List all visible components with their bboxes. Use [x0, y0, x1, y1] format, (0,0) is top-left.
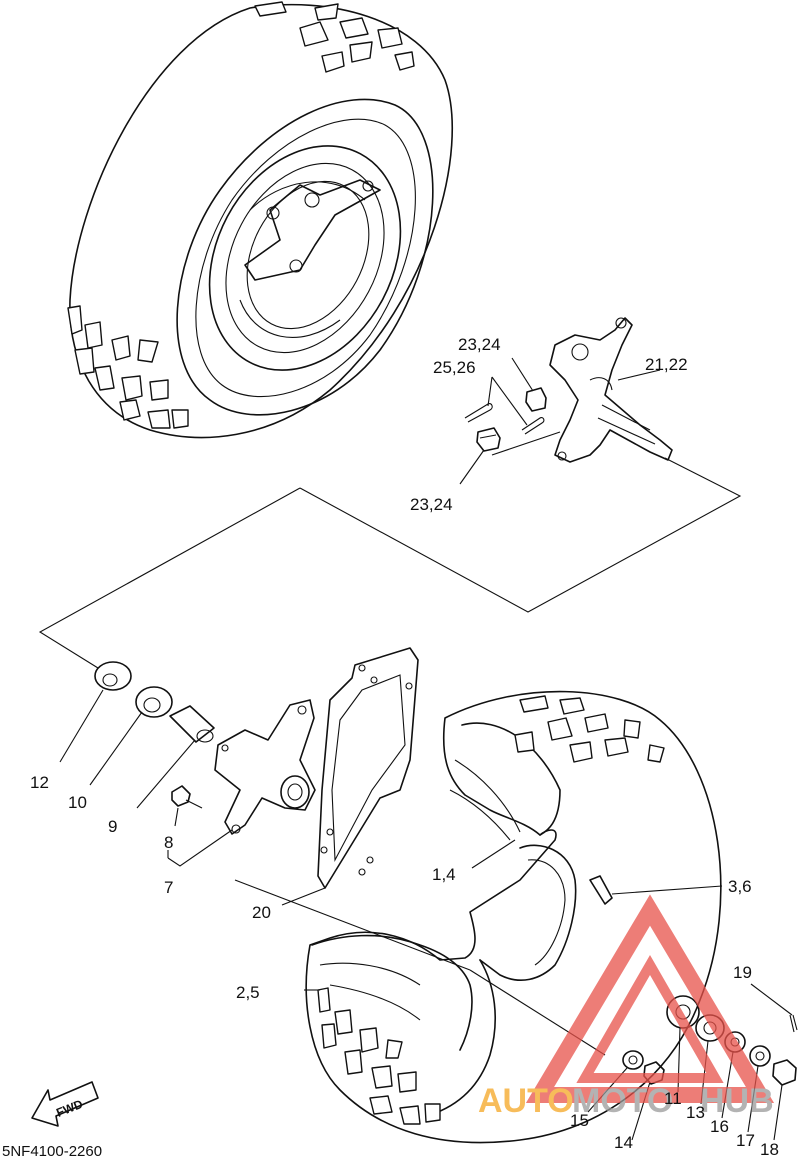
automotohub-watermark: AUTO MOTO HUB — [478, 894, 775, 1120]
callout-23-24-bottom: 23,24 — [410, 495, 453, 514]
callout-11: 11 — [664, 1089, 682, 1108]
exploded-hub-parts — [94, 647, 419, 889]
callout-3-6: 3,6 — [728, 877, 752, 896]
hub-leader-lines — [59, 689, 326, 906]
callout-16: 16 — [710, 1117, 729, 1136]
knuckle-leader-lines — [459, 357, 661, 485]
callout-21-22: 21,22 — [645, 355, 688, 374]
callout-1-4: 1,4 — [432, 865, 456, 884]
callout-10: 10 — [68, 793, 87, 812]
callout-8: 8 — [164, 833, 173, 852]
callout-9: 9 — [108, 817, 117, 836]
split-rim-and-tire — [305, 690, 722, 1144]
fwd-label: FWD — [54, 1097, 85, 1120]
callout-14: 14 — [614, 1133, 633, 1152]
callout-18: 18 — [760, 1140, 779, 1159]
watermark-part-moto: MOTO — [572, 1082, 673, 1120]
assembly-frame-line — [38, 457, 742, 669]
callout-13: 13 — [686, 1103, 705, 1122]
callout-2-5: 2,5 — [236, 983, 260, 1002]
watermark-part-hub: HUB — [700, 1082, 774, 1120]
callout-20: 20 — [252, 903, 271, 922]
callout-labels: 23,24 25,26 21,22 23,24 12 10 9 8 7 20 1… — [30, 335, 779, 1159]
callout-7: 7 — [164, 878, 173, 897]
steering-knuckle — [464, 317, 673, 463]
callout-25-26: 25,26 — [433, 358, 476, 377]
assembled-wheel — [67, 1, 454, 439]
callout-15: 15 — [570, 1111, 589, 1130]
diagram-code: 5NF4100-2260 — [2, 1143, 102, 1160]
callout-19: 19 — [733, 963, 752, 982]
callout-17: 17 — [736, 1131, 755, 1150]
callout-12: 12 — [30, 773, 49, 792]
forward-arrow-icon: FWD — [31, 1081, 99, 1127]
callout-23-24-top: 23,24 — [458, 335, 501, 354]
watermark-part-auto: AUTO — [478, 1082, 574, 1120]
rim-leader-lines — [234, 839, 723, 1056]
